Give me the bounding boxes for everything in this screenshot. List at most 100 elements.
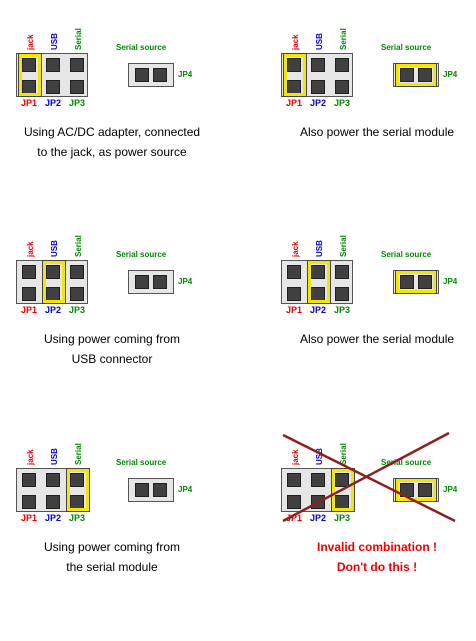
jack-label: jack [26,34,35,50]
pin [70,265,84,279]
jack-label: jack [291,241,300,257]
serial-label: Serial [74,443,83,465]
pin [335,80,349,94]
caption: Also power the serial module [277,329,476,349]
pin [46,495,60,509]
jp3-label: JP3 [69,513,86,523]
jp4-label: JP4 [178,70,193,79]
pin [287,495,301,509]
jp1-label: JP1 [21,513,38,523]
jp2-label: JP2 [45,513,62,523]
pin [46,58,60,72]
pin [22,495,36,509]
pin [70,58,84,72]
serial-source-label: Serial source [381,458,432,467]
pin [46,80,60,94]
jumper-cap [283,53,307,97]
invalid-cross-mark [282,431,456,523]
jp4-header [393,270,439,294]
serial-source-label: Serial source [116,43,167,52]
pin [335,265,349,279]
jp3-label: JP3 [334,305,351,315]
serial-source-label: Serial source [381,43,432,52]
header-block [16,260,88,304]
pin [335,287,349,301]
serial-source-label: Serial source [116,250,167,259]
pin [135,275,149,289]
pin [335,58,349,72]
jp1-label: JP1 [21,305,38,315]
pin [311,58,325,72]
jp2-label: JP2 [310,513,327,523]
caption-line: Don't do this ! [336,560,418,574]
serial-source-label: Serial source [381,250,432,259]
jp3-label: JP3 [69,305,86,315]
caption-line: the serial module [66,560,158,574]
caption-line: Invalid combination ! [316,540,437,554]
pin [400,68,414,82]
caption-line: Also power the serial module [299,332,455,346]
jumper-cap [18,53,42,97]
jp2-label: JP2 [310,98,327,108]
pin [153,483,167,497]
pin [418,275,432,289]
usb-label: USB [315,240,324,257]
jumper-cap [307,260,331,304]
pin [418,68,432,82]
jp1-label: JP1 [21,98,38,108]
caption-line: Using power coming from [43,332,181,346]
jp3-label: JP3 [69,98,86,108]
pin [418,483,432,497]
pin [335,473,349,487]
jp1-label: JP1 [286,513,303,523]
pin [135,483,149,497]
warning-caption: Invalid combination ! Don't do this ! [277,537,476,577]
serial-source-label: Serial source [116,458,167,467]
header-block [16,468,90,512]
jack-label: jack [26,449,35,465]
jp2-label: JP2 [45,98,62,108]
header-block [281,53,353,97]
pin [22,287,36,301]
caption: Also power the serial module [277,122,476,142]
serial-label: Serial [339,28,348,50]
jp4-jumper-cap [395,478,437,502]
pin [311,265,325,279]
usb-label: USB [50,33,59,50]
serial-label: Serial [339,235,348,257]
serial-label: Serial [74,28,83,50]
cross-line [282,433,456,523]
usb-label: USB [50,240,59,257]
pin [70,473,84,487]
pin [153,275,167,289]
caption-line: Using power coming from [43,540,181,554]
jp4-header [128,478,174,502]
jp4-jumper-cap [395,270,437,294]
jp4-label: JP4 [443,70,458,79]
serial-label: Serial [74,235,83,257]
caption-line: Also power the serial module [299,125,455,139]
pin [135,68,149,82]
jumper-cap [66,468,90,512]
pin [22,265,36,279]
pin [400,275,414,289]
usb-label: USB [315,33,324,50]
jp4-header [393,63,439,87]
pin [311,473,325,487]
jp3-label: JP3 [334,98,351,108]
pin [70,80,84,94]
jp4-label: JP4 [178,485,193,494]
jumper-cap [331,468,355,512]
caption-line: USB connector [71,352,153,366]
jp3-label: JP3 [334,513,351,523]
jp4-label: JP4 [178,277,193,286]
jp4-jumper-cap [395,63,437,87]
pin [287,265,301,279]
pin [46,265,60,279]
